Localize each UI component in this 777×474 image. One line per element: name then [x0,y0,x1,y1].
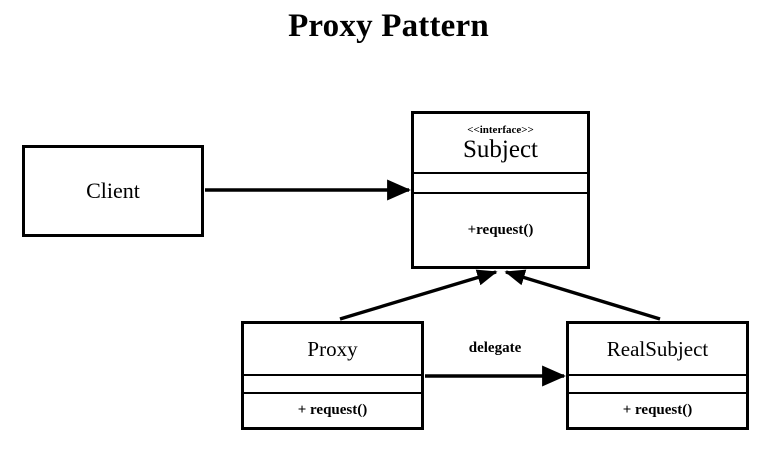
realsubject-class-name: RealSubject [606,337,709,362]
proxy-operations-compartment: + request() [244,392,421,427]
realsubject-operation-request: + request() [622,402,693,418]
subject-name-compartment: <<interface>> Subject [414,114,587,172]
client-name-compartment: Client [25,148,201,234]
client-class-name: Client [86,178,140,204]
proxy-class-name: Proxy [307,337,358,362]
page-title: Proxy Pattern [288,8,489,44]
subject-operation-request: +request() [467,221,534,238]
connector-proxy-to-subject [339,269,498,321]
subject-stereotype: <<interface>> [467,123,534,136]
realsubject-name-compartment: RealSubject [569,324,746,374]
subject-operations-compartment: +request() [414,192,587,266]
proxy-attributes-compartment [244,374,421,392]
proxy-operation-request: + request() [297,402,368,418]
class-box-proxy[interactable]: Proxy + request() [241,321,424,430]
proxy-name-compartment: Proxy [244,324,421,374]
realsubject-attributes-compartment [569,374,746,392]
subject-class-name: Subject [463,135,538,163]
edge-label-delegate: delegate [468,340,522,356]
connector-realsubject-to-subject [504,269,661,321]
class-box-subject[interactable]: <<interface>> Subject +request() [411,111,590,269]
class-box-realsubject[interactable]: RealSubject + request() [566,321,749,430]
realsubject-operations-compartment: + request() [569,392,746,427]
class-box-client[interactable]: Client [22,145,204,237]
subject-attributes-compartment [414,171,587,193]
